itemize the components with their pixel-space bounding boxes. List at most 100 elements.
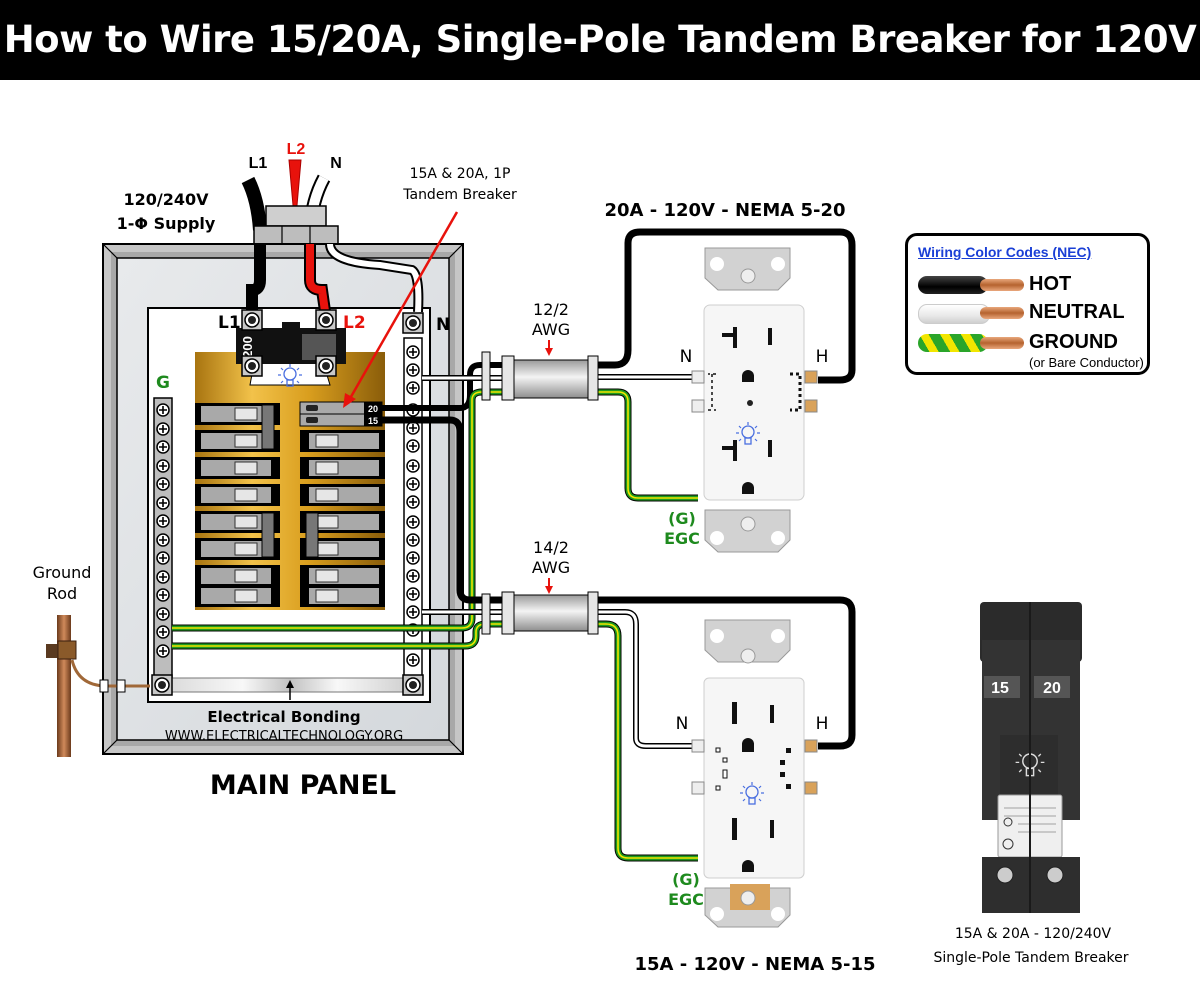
ground-bar-screw <box>156 570 170 584</box>
tandem-breaker[interactable]: 20 15 <box>299 401 383 427</box>
ground-rod <box>46 615 150 757</box>
neutral-bar-screw <box>406 477 420 491</box>
circuit-1-cable-awg: AWG <box>532 320 570 339</box>
tandem-breaker-photo: 15 20 <box>980 602 1082 913</box>
supply-label-n: N <box>330 155 342 172</box>
legend-label-hot: HOT <box>1029 273 1072 295</box>
ground-bar-label: G <box>156 373 170 393</box>
panel-l1-label: L1 <box>218 313 241 333</box>
circuit-2-ground <box>590 623 698 859</box>
ground-rod-label-line2: Rod <box>47 584 77 603</box>
neutral-bar-screw <box>406 345 420 359</box>
wiring-color-legend: Wiring Color Codes (NEC) HOT NEUTRAL GRO… <box>905 233 1150 375</box>
neutral-bar-screw <box>406 363 420 377</box>
tandem-callout-line2: Tandem Breaker <box>402 187 517 203</box>
legend-ground-note: (or Bare Conductor) <box>1029 355 1144 370</box>
cable-connector <box>265 205 327 227</box>
cable-connector-1 <box>481 351 599 401</box>
ground-bar-screw <box>156 459 170 473</box>
r1-ground-label: (G) <box>668 509 696 528</box>
r2-ground-label: (G) <box>672 870 700 889</box>
r2-egc-label: EGC <box>668 890 704 909</box>
ground-bar-screw <box>156 477 170 491</box>
ground-bar-screw <box>156 588 170 602</box>
circuit-1-cable-size: 12/2 <box>533 300 569 319</box>
neutral-bar-screw <box>406 421 420 435</box>
r2-neutral-label: N <box>676 714 689 734</box>
supply-phase-label: 1-Φ Supply <box>117 214 216 233</box>
service-entrance <box>241 159 339 245</box>
tandem-rating-20: 20 <box>368 404 378 414</box>
r1-title: 20A - 120V - NEMA 5-20 <box>604 200 845 221</box>
neutral-bar-screw <box>406 587 420 601</box>
ground-bar-screw <box>156 440 170 454</box>
neutral-bar-lug <box>402 674 424 696</box>
supply-label-l1: L1 <box>249 155 268 172</box>
circuit-1-hot <box>590 228 856 384</box>
circuit-2-cable-awg: AWG <box>532 558 570 577</box>
main-panel-title: MAIN PANEL <box>210 770 396 801</box>
l2-service-conductor <box>288 159 302 229</box>
neutral-bar-screw <box>406 605 420 619</box>
r2-hot-label: H <box>816 714 829 734</box>
panel-l2-label: L2 <box>343 313 366 333</box>
neutral-bar-screw <box>406 551 420 565</box>
legend-label-ground: GROUND <box>1029 331 1118 353</box>
supply-label-l2: L2 <box>287 141 306 158</box>
ground-rod-label-line1: Ground <box>33 563 92 582</box>
breaker-photo-handle-15 <box>984 676 1020 698</box>
neutral-bar-screw <box>406 515 420 529</box>
neutral-bar-screw <box>406 459 420 473</box>
tandem-callout-arrow <box>346 211 459 403</box>
neutral-bar-screw <box>406 381 420 395</box>
ground-bar-screw <box>156 625 170 639</box>
copper-core-icon <box>980 307 1024 319</box>
tandem-callout-line1: 15A & 20A, 1P <box>410 166 511 182</box>
legend-title[interactable]: Wiring Color Codes (NEC) <box>918 244 1092 260</box>
copper-core-icon <box>980 337 1024 349</box>
ground-bar-screw <box>156 533 170 547</box>
ground-bar-screw <box>156 607 170 621</box>
breaker-photo-caption-2: Single-Pole Tandem Breaker <box>933 950 1128 966</box>
r1-hot-label: H <box>816 347 829 367</box>
black-wire-icon <box>918 276 988 294</box>
breaker-photo-rating-15: 15 <box>991 680 1009 697</box>
bonding-label: Electrical Bonding <box>207 708 360 726</box>
neutral-main-lug <box>402 312 424 334</box>
circuit-2-cable-size: 14/2 <box>533 538 569 557</box>
neutral-bar-screw <box>406 439 420 453</box>
ground-bar-screw <box>156 403 170 417</box>
ground-bar-screw <box>156 422 170 436</box>
green-yellow-wire-icon <box>918 334 988 352</box>
main-load-lug-left <box>241 355 263 377</box>
breaker-photo-rating-20: 20 <box>1043 680 1061 697</box>
circuit-2-neutral <box>590 610 698 748</box>
r2-title: 15A - 120V - NEMA 5-15 <box>634 954 875 975</box>
legend-label-neutral: NEUTRAL <box>1029 301 1125 323</box>
receptacle-nema-5-15 <box>691 619 818 928</box>
neutral-bar-screw <box>406 495 420 509</box>
tandem-rating-15: 15 <box>368 416 378 426</box>
ground-bar-screw <box>156 551 170 565</box>
breaker-photo-caption-1: 15A & 20A - 120/240V <box>955 926 1112 942</box>
hot-screw-terminal <box>804 370 818 384</box>
circuit-1-wiring <box>172 228 856 632</box>
ground-bar-screw <box>156 514 170 528</box>
neutral-screw-terminal <box>691 370 705 384</box>
l2-terminal-lug <box>315 309 337 331</box>
neutral-bar-screw <box>406 569 420 583</box>
main-breaker-rating: 200 <box>240 336 255 358</box>
receptacle-nema-5-20 <box>691 247 818 553</box>
ground-bar-lug <box>151 674 173 696</box>
neutral-bar-screw <box>406 653 420 667</box>
circuit-2-hot <box>590 596 856 750</box>
ground-bar-screw <box>156 496 170 510</box>
l1-terminal-lug <box>241 309 263 331</box>
r1-egc-label: EGC <box>664 529 700 548</box>
page-title: How to Wire 15/20A, Single-Pole Tandem B… <box>0 0 1200 80</box>
r1-neutral-label: N <box>680 347 693 367</box>
breaker-photo-handle-20 <box>1034 676 1070 698</box>
neutral-bar-label: N <box>436 315 450 335</box>
supply-voltage-label: 120/240V <box>123 190 209 209</box>
